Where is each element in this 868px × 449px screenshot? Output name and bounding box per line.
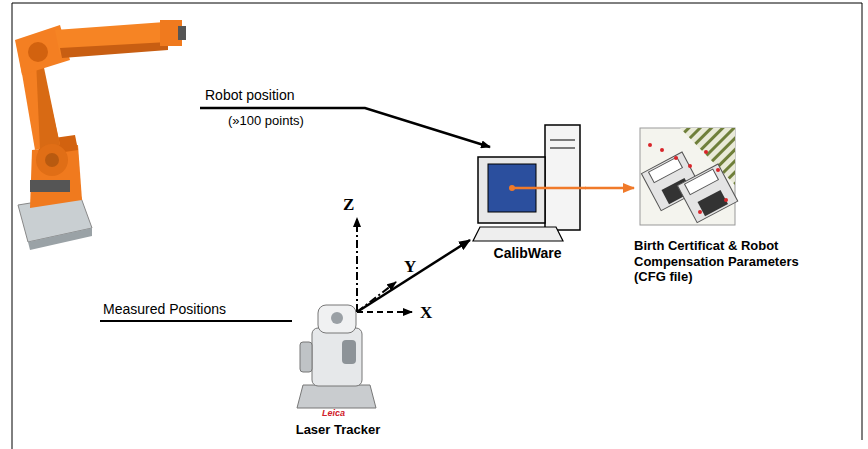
computer-illustration: [473, 125, 586, 241]
connector-arrow: [357, 240, 470, 312]
brand-logo: Leica: [322, 409, 345, 419]
computer-node: CalibWare: [470, 122, 585, 266]
axis-label: X: [420, 304, 432, 323]
line-label: Robot position: [205, 88, 295, 103]
connector-arrow: [585, 187, 634, 190]
axis-label: Y: [404, 258, 416, 277]
line-note: (»100 points): [228, 114, 304, 128]
frame: [12, 3, 862, 449]
coordinate-axes: [357, 218, 412, 312]
measured-positions-line: [100, 320, 292, 322]
node-label: Birth Certificat & Robot Compensation Pa…: [634, 238, 834, 285]
line-label: Measured Positions: [103, 302, 226, 317]
tracker-node: Laser Tracker: [283, 312, 393, 442]
axis-label: Z: [343, 196, 354, 215]
robot-illustration: [15, 20, 186, 250]
node-label: Laser Tracker: [283, 422, 393, 438]
node-label: CalibWare: [470, 245, 585, 262]
file-icon: [640, 128, 738, 225]
robot-position-line: [200, 108, 490, 147]
file-node: Birth Certificat & Robot Compensation Pa…: [634, 125, 834, 289]
laser-tracker-illustration: [297, 305, 376, 408]
